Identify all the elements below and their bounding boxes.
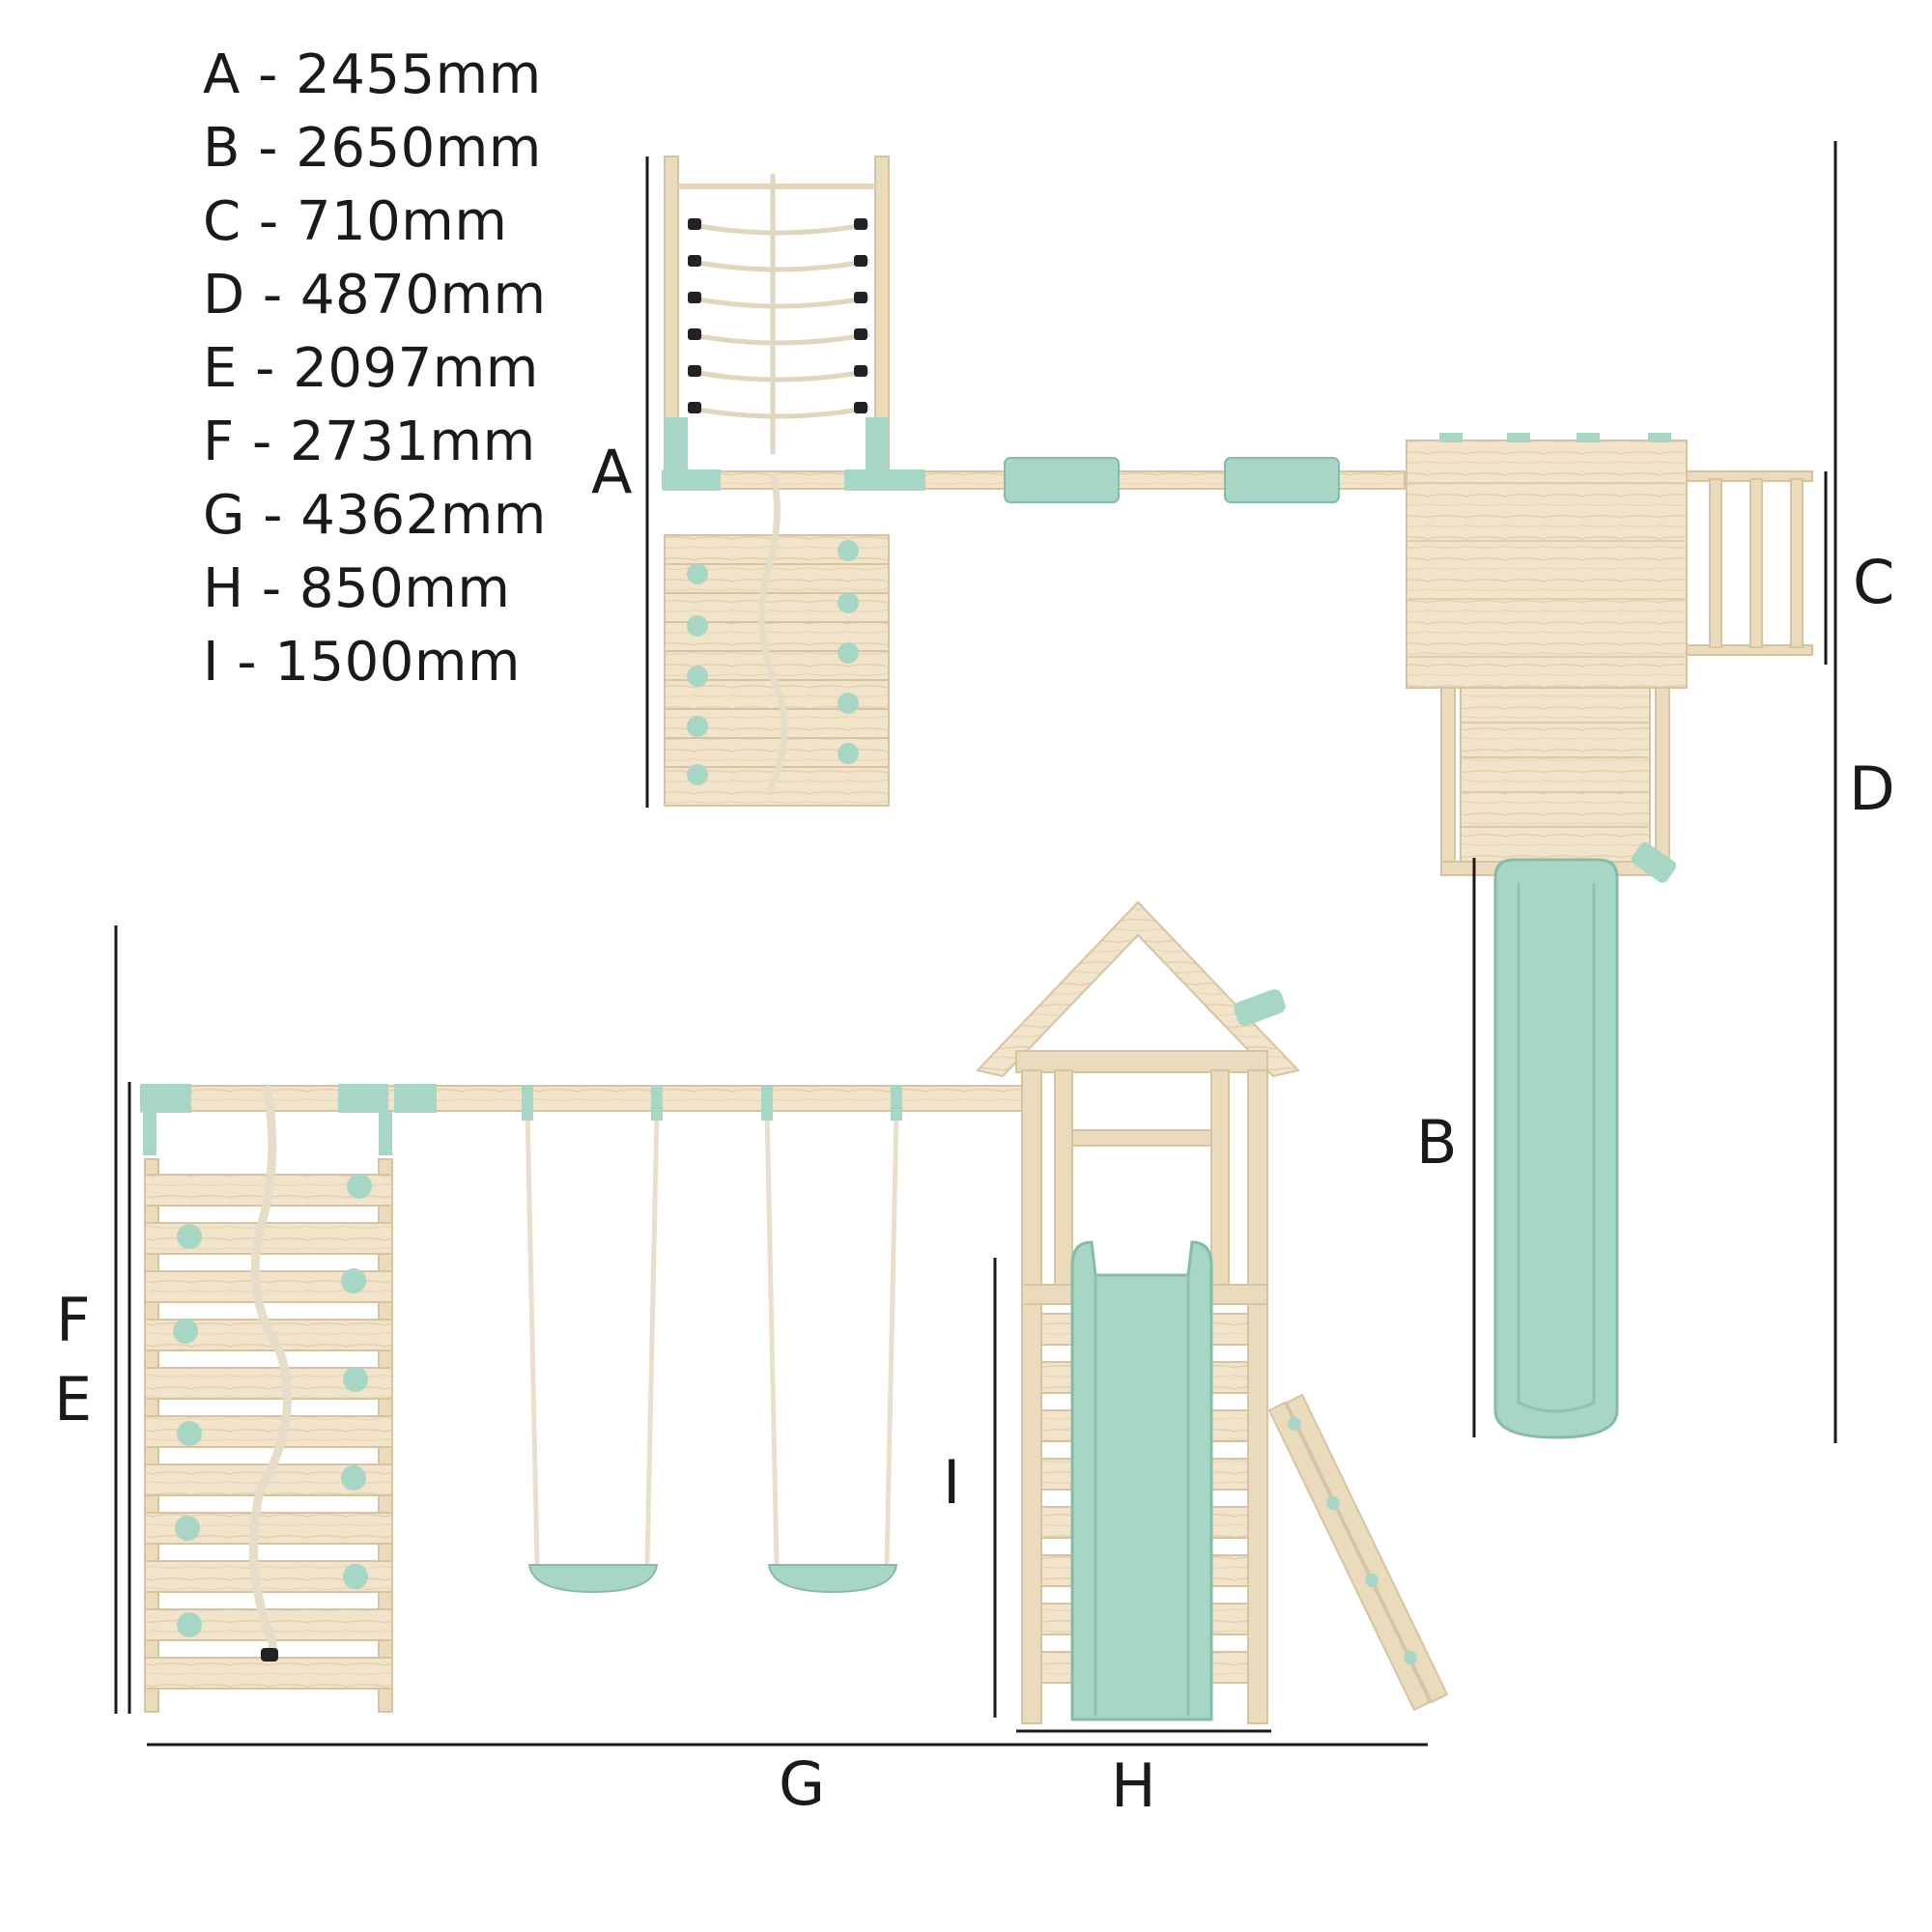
front-view xyxy=(140,900,1449,1724)
front-ladder xyxy=(1267,1393,1449,1712)
top-tower-deck xyxy=(1440,687,1677,883)
dimension-label-d: D xyxy=(1849,753,1895,824)
dimension-label-b: B xyxy=(1416,1107,1458,1178)
dimension-lines xyxy=(114,141,1837,1747)
top-side-ladder xyxy=(1686,470,1813,656)
dimension-label-e: E xyxy=(54,1364,93,1435)
top-swing-seat-2 xyxy=(1224,457,1340,503)
front-swing-1 xyxy=(522,1086,663,1594)
dimension-label-h: H xyxy=(1111,1750,1156,1821)
front-swing-beam xyxy=(140,1085,1025,1112)
front-swing-2 xyxy=(761,1086,902,1594)
dimension-label-a: A xyxy=(591,437,633,507)
front-climbing-holds xyxy=(173,1174,372,1637)
legend-row-b: B - 2650mm xyxy=(203,117,542,180)
top-view xyxy=(662,156,1813,1439)
top-cargo-net xyxy=(687,174,870,454)
legend-row-h: H - 850mm xyxy=(203,557,511,620)
legend-row-e: E - 2097mm xyxy=(203,337,539,400)
legend-row-a: A - 2455mm xyxy=(203,43,542,106)
top-swing-seat-1 xyxy=(1004,457,1120,503)
top-swing-beam xyxy=(662,457,1406,503)
top-net-frame xyxy=(664,156,890,474)
legend-row-f: F - 2731mm xyxy=(203,411,536,473)
dimension-legend: A - 2455mm B - 2650mm C - 710mm D - 4870… xyxy=(203,39,547,699)
front-slide xyxy=(1070,1240,1213,1721)
dimension-label-c: C xyxy=(1853,547,1895,617)
front-climbing-wall xyxy=(144,1085,393,1713)
top-climbing-rope xyxy=(757,472,788,794)
top-tower-roof xyxy=(1406,433,1688,689)
front-climbing-rope xyxy=(248,1085,292,1654)
dimension-label-g: G xyxy=(779,1748,826,1819)
legend-row-g: G - 4362mm xyxy=(203,484,547,547)
top-climbing-holds xyxy=(687,540,859,785)
top-slide xyxy=(1493,858,1619,1439)
top-telescope xyxy=(1631,842,1677,883)
top-climbing-wall xyxy=(664,472,890,807)
front-telescope xyxy=(1234,989,1286,1026)
top-net-clamps xyxy=(688,218,867,413)
legend-row-d: D - 4870mm xyxy=(203,264,547,327)
dimension-label-i: I xyxy=(943,1447,961,1518)
legend-row-i: I - 1500mm xyxy=(203,631,521,694)
legend-row-c: C - 710mm xyxy=(203,190,508,253)
dimension-label-f: F xyxy=(56,1285,91,1355)
